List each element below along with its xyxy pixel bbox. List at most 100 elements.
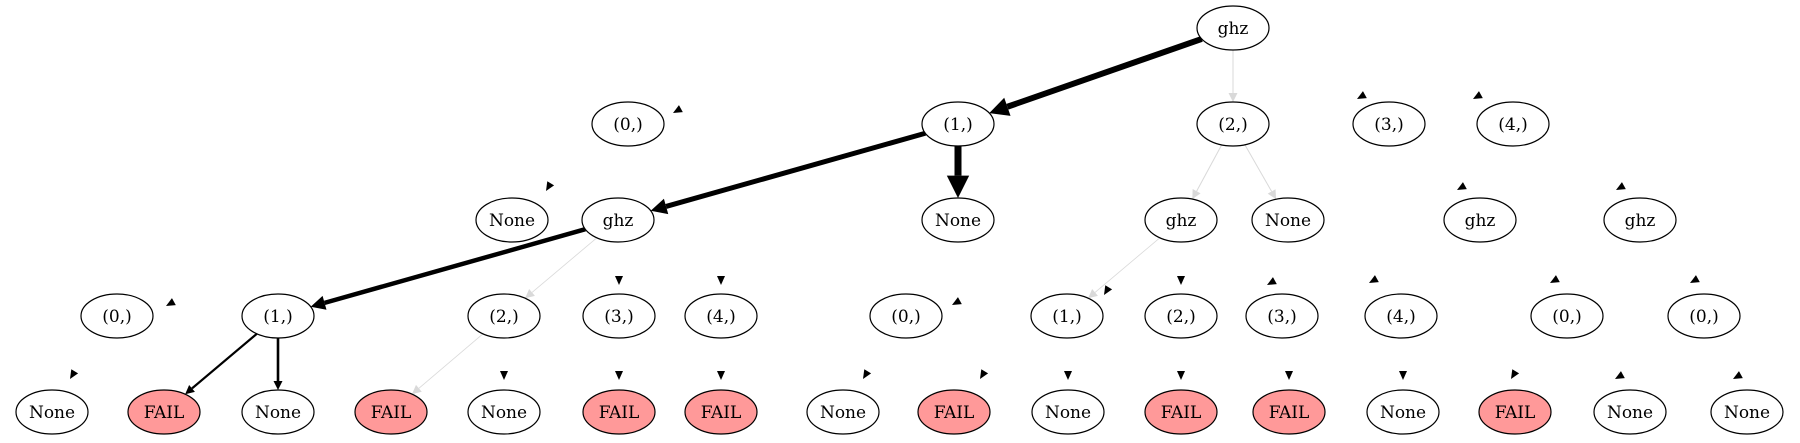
node-label: (2,) <box>489 307 518 327</box>
stub-arrow-layer <box>70 91 1743 380</box>
edge-n1c-n2d <box>1192 144 1223 200</box>
node-n3h: (2,) <box>1144 293 1218 339</box>
node-n3e: (4,) <box>684 293 758 339</box>
node-label: (4,) <box>1386 307 1415 327</box>
edge-layer <box>185 36 1277 395</box>
node-n2a: None <box>475 197 549 243</box>
stub-arrow-10 <box>980 369 989 379</box>
node-label: (0,) <box>1689 307 1718 327</box>
node-n4d: FAIL <box>354 389 428 435</box>
node-label: (1,) <box>1052 307 1081 327</box>
node-label: ghz <box>1166 211 1197 231</box>
node-label: ghz <box>1218 19 1249 39</box>
node-label: FAIL <box>701 403 742 423</box>
stub-arrow-11 <box>1064 371 1072 380</box>
node-n2e: None <box>1251 197 1325 243</box>
node-n0: ghz <box>1196 5 1270 51</box>
node-label: None <box>1380 403 1426 423</box>
node-n2d: ghz <box>1144 197 1218 243</box>
node-label: None <box>1607 403 1653 423</box>
node-label: None <box>820 403 866 423</box>
stub-arrow-7 <box>615 371 623 380</box>
edge-n0-n1c <box>1228 50 1238 102</box>
node-n4b: FAIL <box>127 389 201 435</box>
node-label: (1,) <box>943 115 972 135</box>
stub-arrow-26 <box>1473 91 1483 99</box>
node-shape <box>1144 293 1218 339</box>
node-n2f: ghz <box>1443 197 1517 243</box>
node-label: None <box>489 211 535 231</box>
node-shape <box>241 389 315 435</box>
stub-arrow-19 <box>1615 371 1625 379</box>
fail-node-shape <box>684 389 758 435</box>
node-label: (3,) <box>1374 115 1403 135</box>
node-shape <box>1366 389 1440 435</box>
edge-n1c-n2e <box>1244 144 1277 200</box>
node-n3a: (0,) <box>80 293 154 339</box>
fail-node-shape <box>1144 389 1218 435</box>
stub-arrow-5 <box>717 276 725 285</box>
edge-n2b-n3c <box>525 237 598 299</box>
node-shape <box>581 197 655 243</box>
node-label: None <box>935 211 981 231</box>
node-label: (4,) <box>1498 115 1527 135</box>
node-n2g: ghz <box>1603 197 1677 243</box>
stub-arrow-15 <box>1285 371 1293 380</box>
edge-n0-n1b <box>989 36 1203 116</box>
node-shape <box>1476 101 1550 147</box>
node-label: (3,) <box>1267 307 1296 327</box>
node-n3c: (2,) <box>467 293 541 339</box>
node-n1a: (0,) <box>591 101 665 147</box>
node-label: (0,) <box>102 307 131 327</box>
node-shape <box>1667 293 1741 339</box>
node-shape <box>1196 101 1270 147</box>
node-shape <box>684 293 758 339</box>
node-n4j: None <box>1031 389 1105 435</box>
node-n1e: (4,) <box>1476 101 1550 147</box>
node-n3b: (1,) <box>241 293 315 339</box>
edge-n2b-n3b <box>310 227 586 310</box>
stub-arrow-14 <box>1267 277 1277 285</box>
node-shape <box>467 389 541 435</box>
node-shape <box>241 293 315 339</box>
stub-arrow-21 <box>1550 275 1560 283</box>
node-n2c: None <box>921 197 995 243</box>
stub-arrow-13 <box>1177 371 1185 380</box>
node-n4g: FAIL <box>684 389 758 435</box>
node-n4h: None <box>806 389 880 435</box>
edge-n3b-n4c <box>273 338 283 390</box>
node-n4c: None <box>241 389 315 435</box>
node-label: None <box>1045 403 1091 423</box>
node-shape <box>921 197 995 243</box>
node-n2b: ghz <box>581 197 655 243</box>
stub-arrow-28 <box>1616 182 1626 190</box>
node-shape <box>80 293 154 339</box>
node-n4n: FAIL <box>1478 389 1552 435</box>
stub-arrow-24 <box>1104 285 1113 295</box>
stub-arrow-3 <box>70 369 79 379</box>
node-n4o: None <box>1593 389 1667 435</box>
node-shape <box>1710 389 1784 435</box>
node-shape <box>1144 197 1218 243</box>
node-n3k: (0,) <box>1530 293 1604 339</box>
node-label: FAIL <box>371 403 412 423</box>
node-n1d: (3,) <box>1352 101 1426 147</box>
edge-n1b-n2b <box>650 130 926 215</box>
fail-node-shape <box>917 389 991 435</box>
node-label: None <box>1724 403 1770 423</box>
node-n3l: (0,) <box>1667 293 1741 339</box>
node-shape <box>591 101 665 147</box>
node-shape <box>15 389 89 435</box>
node-n4k: FAIL <box>1144 389 1218 435</box>
node-label: FAIL <box>144 403 185 423</box>
stub-arrow-1 <box>546 181 555 191</box>
node-label: (0,) <box>891 307 920 327</box>
stub-arrow-12 <box>1177 276 1185 285</box>
node-label: (2,) <box>1166 307 1195 327</box>
node-shape <box>1364 293 1438 339</box>
stub-arrow-0 <box>673 105 683 113</box>
node-shape <box>1603 197 1677 243</box>
node-n4l: FAIL <box>1252 389 1326 435</box>
node-n3d: (3,) <box>582 293 656 339</box>
stub-arrow-2 <box>166 298 176 306</box>
